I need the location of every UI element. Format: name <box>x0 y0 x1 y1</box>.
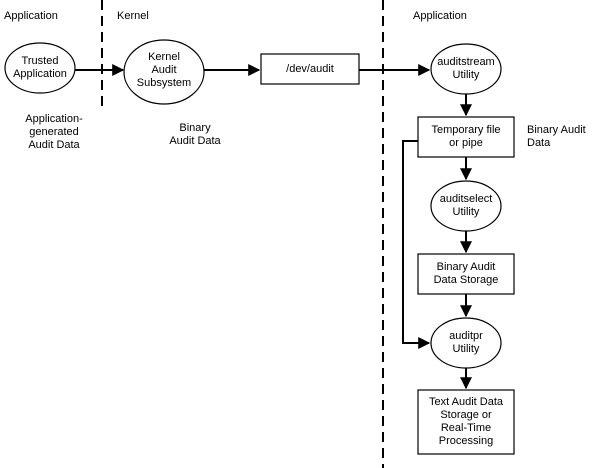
auditpr-utility-label: auditpr Utility <box>449 330 483 355</box>
binary-audit-data-storage-label: Binary Audit Data Storage <box>433 261 499 286</box>
dev-audit-label: /dev/audit <box>286 63 334 75</box>
temporary-file-label: Temporary file or pipe <box>431 124 501 149</box>
auditstream-utility-label: auditstream Utility <box>437 56 495 81</box>
zone-label-kernel: Kernel <box>117 10 149 22</box>
dev-audit-box <box>260 53 360 85</box>
annotation-binary-audit-data-right: Binary Audit Data <box>527 124 586 149</box>
temporary-file-box <box>417 116 515 158</box>
annotation-binary-audit-data-kernel: Binary Audit Data <box>169 122 221 147</box>
zone-label-application-left: Application <box>4 10 58 22</box>
text-audit-storage-box <box>417 389 515 455</box>
kernel-audit-subsystem-label: Kernel Audit Subsystem <box>136 51 192 89</box>
zone-label-application-right: Application <box>413 10 467 22</box>
trusted-application-label: Trusted Application <box>13 55 67 80</box>
text-audit-storage-label: Text Audit Data Storage or Real-Time Pro… <box>429 396 503 447</box>
annotation-application-generated: Application- generated Audit Data <box>25 113 83 151</box>
trusted-application-node <box>4 42 76 94</box>
bypass-arrow-tempfile-to-auditpr <box>402 140 431 349</box>
auditselect-utility-label: auditselect Utility <box>439 193 493 218</box>
